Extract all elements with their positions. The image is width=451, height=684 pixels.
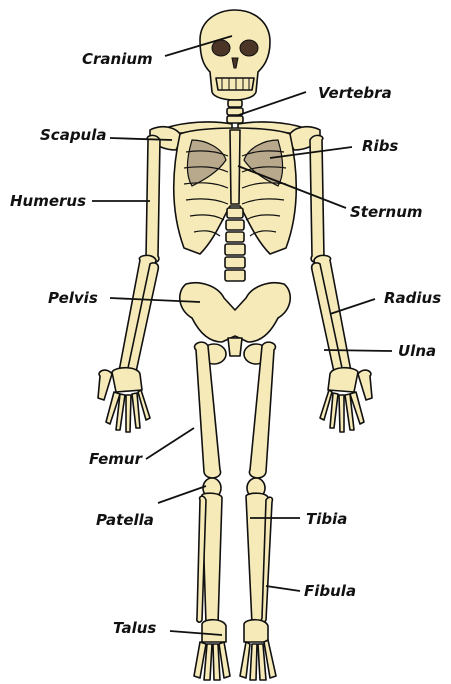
- label-humerus: Humerus: [10, 192, 86, 210]
- lumbar-spine: [225, 208, 245, 281]
- skull: [200, 10, 270, 100]
- femur-leader: [146, 428, 194, 459]
- fibula-leader: [266, 586, 300, 591]
- label-radius: Radius: [384, 289, 441, 307]
- label-scapula: Scapula: [40, 126, 107, 144]
- label-fibula: Fibula: [304, 582, 356, 600]
- patella-leader: [158, 486, 206, 503]
- label-patella: Patella: [96, 511, 154, 529]
- right-leg: [240, 342, 276, 680]
- label-femur: Femur: [89, 450, 142, 468]
- label-cranium: Cranium: [82, 50, 153, 68]
- label-talus: Talus: [113, 619, 156, 637]
- left-leg: [194, 342, 230, 680]
- label-sternum: Sternum: [350, 203, 423, 221]
- label-tibia: Tibia: [306, 510, 347, 528]
- label-pelvis: Pelvis: [48, 289, 98, 307]
- cervical-spine: [227, 100, 243, 123]
- ulna-leader: [324, 350, 392, 351]
- label-ulna: Ulna: [398, 342, 436, 360]
- label-ribs: Ribs: [362, 137, 398, 155]
- right-arm: [310, 135, 372, 432]
- left-arm: [98, 135, 160, 432]
- label-vertebra: Vertebra: [318, 84, 392, 102]
